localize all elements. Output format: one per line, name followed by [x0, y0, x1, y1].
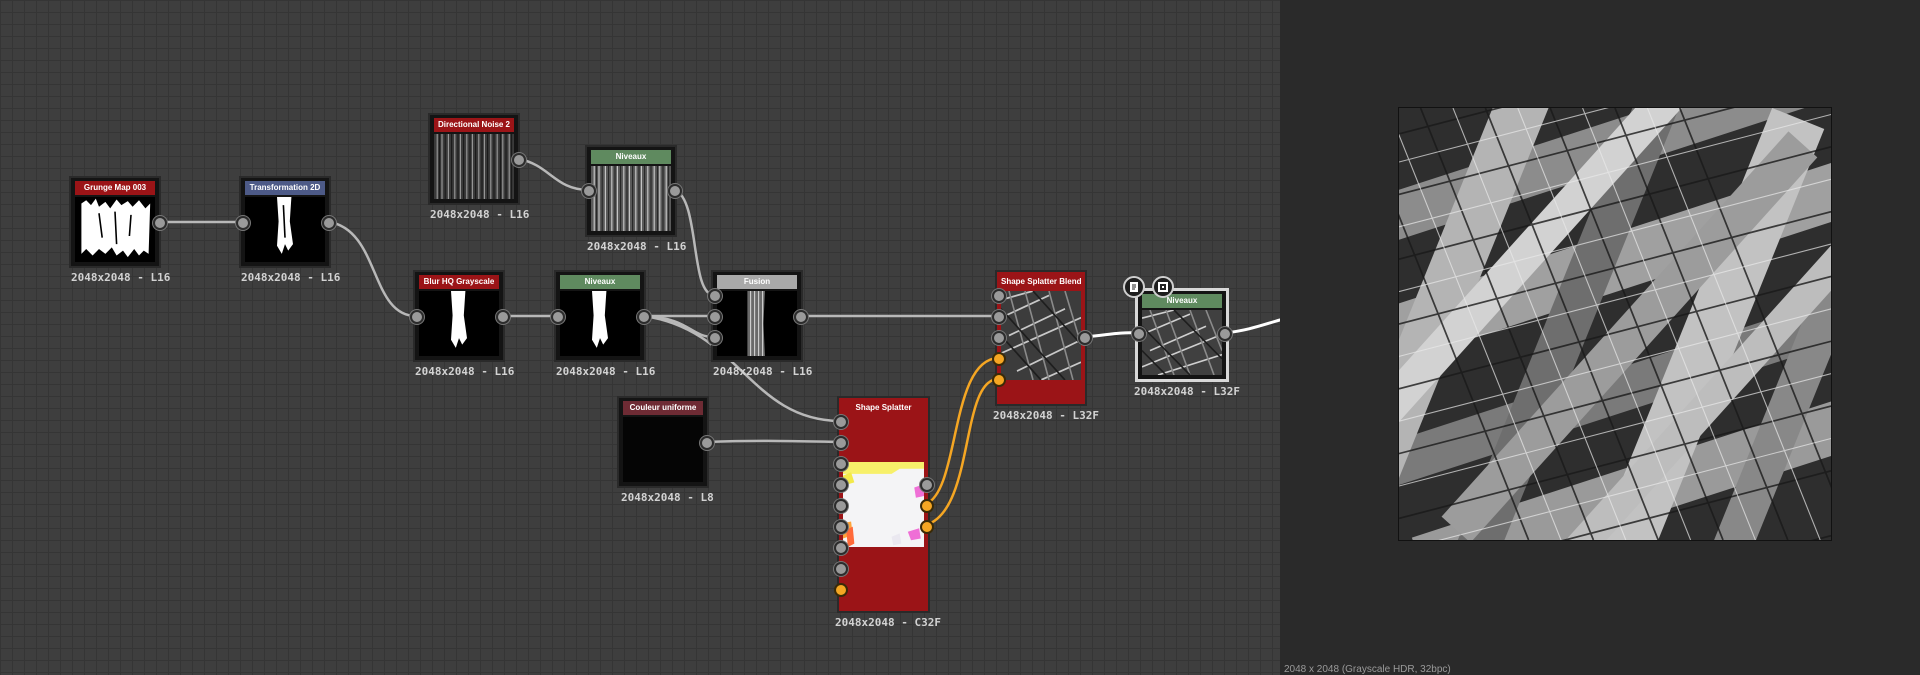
node-title: Fusion	[717, 275, 797, 289]
node-thumbnail	[623, 417, 703, 482]
node-resolution-label: 2048x2048 - L32F	[1134, 385, 1240, 398]
output-port[interactable]	[794, 310, 808, 324]
node-niveaux-3[interactable]: Niveaux	[1135, 288, 1229, 382]
node-resolution-label: 2048x2048 - L16	[71, 271, 171, 284]
input-port[interactable]	[834, 541, 848, 555]
node-thumbnail	[245, 197, 325, 262]
wire-couleur-splatter	[704, 439, 842, 444]
wire-niveaux2-fusion2	[642, 314, 716, 339]
output-port[interactable]	[920, 478, 934, 492]
wire-splatter-blend-2	[924, 377, 1000, 527]
node-niveaux-2[interactable]: Niveaux	[554, 270, 646, 362]
input-port[interactable]	[708, 289, 722, 303]
view-2d-button[interactable]	[1123, 276, 1145, 298]
node-title: Directional Noise 2	[434, 118, 514, 132]
node-thumbnail	[560, 291, 640, 356]
node-title: Shape Splatter	[843, 401, 924, 415]
input-port[interactable]	[834, 562, 848, 576]
node-graph-canvas[interactable]: Grunge Map 003 2048x2048 - L16 Transform…	[0, 0, 1280, 675]
node-grunge-map[interactable]: Grunge Map 003	[69, 176, 161, 268]
node-resolution-label: 2048x2048 - L16	[713, 365, 813, 378]
output-port[interactable]	[496, 310, 510, 324]
output-port[interactable]	[153, 216, 167, 230]
node-thumbnail	[434, 134, 514, 199]
input-port[interactable]	[992, 352, 1006, 366]
wire-niveaux3-out	[1223, 318, 1280, 335]
node-title: Couleur uniforme	[623, 401, 703, 415]
input-port[interactable]	[834, 478, 848, 492]
node-resolution-label: 2048x2048 - C32F	[835, 616, 941, 629]
input-port[interactable]	[834, 499, 848, 513]
node-title: Niveaux	[591, 150, 671, 164]
input-port[interactable]	[834, 583, 848, 597]
output-port[interactable]	[668, 184, 682, 198]
preview-image	[1399, 108, 1831, 540]
node-title: Niveaux	[560, 275, 640, 289]
node-couleur-uniforme[interactable]: Couleur uniforme	[617, 396, 709, 488]
input-port[interactable]	[834, 520, 848, 534]
node-resolution-label: 2048x2048 - L16	[587, 240, 687, 253]
node-thumbnail	[717, 291, 797, 356]
input-port[interactable]	[834, 436, 848, 450]
node-title: Grunge Map 003	[75, 181, 155, 195]
node-resolution-label: 2048x2048 - L16	[241, 271, 341, 284]
input-port[interactable]	[551, 310, 565, 324]
node-title: Niveaux	[1142, 294, 1222, 308]
input-port[interactable]	[992, 310, 1006, 324]
output-port[interactable]	[1078, 331, 1092, 345]
status-bar-text: 2048 x 2048 (Grayscale HDR, 32bpc)	[1284, 664, 1451, 675]
node-thumbnail	[843, 462, 924, 547]
wire-blend-niveaux3	[1082, 331, 1141, 339]
input-port[interactable]	[992, 331, 1006, 345]
node-thumbnail	[75, 197, 155, 262]
input-port[interactable]	[236, 216, 250, 230]
output-port[interactable]	[512, 153, 526, 167]
output-port[interactable]	[920, 520, 934, 534]
node-niveaux-1[interactable]: Niveaux	[585, 145, 677, 237]
input-port[interactable]	[582, 184, 596, 198]
node-transformation-2d[interactable]: Transformation 2D	[239, 176, 331, 268]
node-resolution-label: 2048x2048 - L32F	[993, 409, 1099, 422]
input-port[interactable]	[834, 415, 848, 429]
output-port[interactable]	[1218, 327, 1232, 341]
input-port[interactable]	[708, 310, 722, 324]
output-port[interactable]	[920, 499, 934, 513]
node-thumbnail	[591, 166, 671, 231]
input-port[interactable]	[992, 289, 1006, 303]
node-blur-hq-grayscale[interactable]: Blur HQ Grayscale	[413, 270, 505, 362]
wire-transform-blur	[327, 220, 418, 318]
output-port[interactable]	[700, 436, 714, 450]
node-title: Transformation 2D	[245, 181, 325, 195]
input-port[interactable]	[834, 457, 848, 471]
texture-icon	[1158, 282, 1168, 292]
node-fusion[interactable]: Fusion	[711, 270, 803, 362]
node-shape-splatter-blend[interactable]: Shape Splatter Blend	[995, 270, 1087, 406]
input-port[interactable]	[410, 310, 424, 324]
output-port[interactable]	[637, 310, 651, 324]
texture-preview[interactable]	[1398, 107, 1832, 541]
view-3d-button[interactable]	[1152, 276, 1174, 298]
node-title: Shape Splatter Blend	[1001, 275, 1081, 289]
2d-view-panel[interactable]: 2048 x 2048 (Grayscale HDR, 32bpc)	[1280, 0, 1920, 675]
input-port[interactable]	[1132, 327, 1146, 341]
node-title: Blur HQ Grayscale	[419, 275, 499, 289]
wire-dirnoise-niveaux1	[517, 157, 591, 192]
node-thumbnail	[419, 291, 499, 356]
output-port[interactable]	[322, 216, 336, 230]
node-thumbnail	[1001, 291, 1081, 380]
node-resolution-label: 2048x2048 - L16	[556, 365, 656, 378]
node-directional-noise-2[interactable]: Directional Noise 2	[428, 113, 520, 205]
node-resolution-label: 2048x2048 - L16	[430, 208, 530, 221]
wire-splatter-blend-1	[924, 356, 1000, 506]
node-resolution-label: 2048x2048 - L16	[415, 365, 515, 378]
node-resolution-label: 2048x2048 - L8	[621, 491, 714, 504]
input-port[interactable]	[992, 373, 1006, 387]
document-icon	[1130, 282, 1138, 292]
node-shape-splatter[interactable]: Shape Splatter	[837, 396, 930, 613]
input-port[interactable]	[708, 331, 722, 345]
node-thumbnail	[1142, 310, 1222, 375]
